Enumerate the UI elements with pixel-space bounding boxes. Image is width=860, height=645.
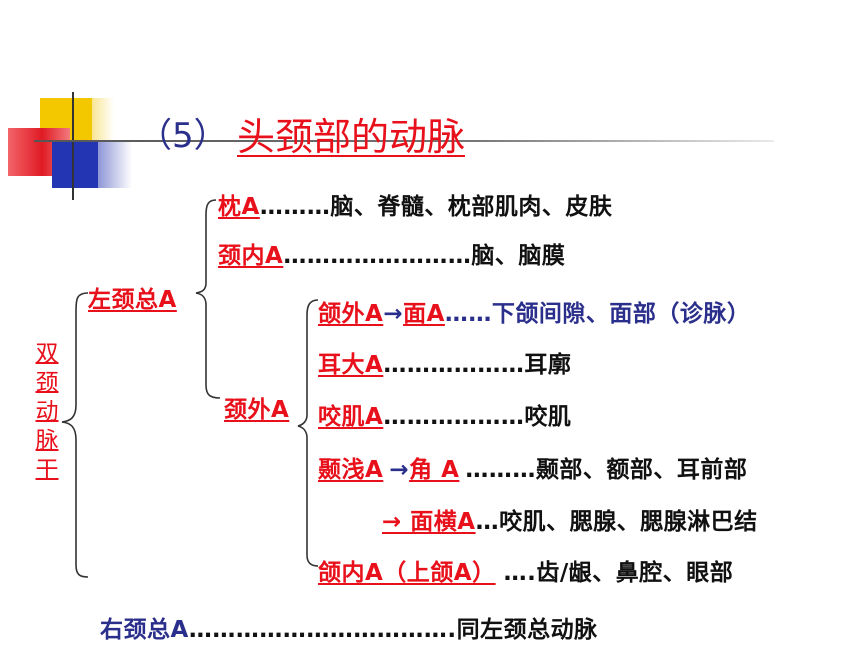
logo-yellow-fade: [92, 98, 114, 140]
arrow: →: [383, 301, 404, 327]
right-common-label: 右颈总A: [100, 617, 189, 643]
left-common-brace: [195, 199, 221, 399]
leader-dots: ………………: [383, 352, 525, 378]
artery-name: → 面横A: [382, 509, 476, 535]
artery-name: 颌外A: [318, 301, 384, 327]
branch-posterior-auricular: 耳大A………………耳廓: [318, 345, 571, 379]
logo-blue-block: [52, 140, 98, 188]
artery-name: 咬肌A: [318, 404, 384, 430]
trunk-label: 双颈动脉干: [35, 341, 59, 483]
artery-name-2: 面A: [403, 301, 445, 327]
leader-dots: …………………………….: [188, 617, 457, 643]
title-number: （5）: [138, 116, 228, 156]
artery-name: 枕A: [218, 194, 260, 220]
artery-name: 颈内A: [218, 243, 284, 269]
branch-facial: 颌外A→面A……下颌间隙、面部（诊脉）: [318, 294, 750, 328]
supply-text: 齿/龈、鼻腔、眼部: [536, 560, 734, 586]
branch-transverse-facial: → 面横A…咬肌、腮腺、腮腺淋巴结: [382, 502, 758, 536]
artery-name-2: 角 A: [409, 457, 460, 483]
branch-internal-carotid: 颈内A……………………脑、脑膜: [218, 236, 565, 270]
supply-text: 脑、脊髓、枕部肌肉、皮肤: [330, 194, 613, 220]
external-brace: [297, 299, 319, 567]
page-title: 头颈部的动脉: [237, 115, 466, 159]
artery-name: 耳大A: [318, 352, 384, 378]
branch-occipital: 枕A………脑、脊髓、枕部肌肉、皮肤: [218, 187, 612, 221]
trunk-brace: [61, 292, 89, 578]
artery-name: 颞浅A: [318, 457, 384, 483]
supply-text: 脑、脑膜: [471, 243, 566, 269]
title-divider: [34, 140, 774, 142]
supply-text: 耳廓: [524, 352, 572, 378]
leader-dots: ……………………: [283, 243, 472, 269]
logo-vertical-line: [72, 92, 74, 200]
logo-blue-fade: [98, 140, 132, 188]
artery-name: 颌内A（上颌A）: [318, 560, 496, 586]
external-carotid-label: 颈外A: [224, 397, 290, 423]
leader-dots: ….: [503, 560, 537, 586]
branch-maxillary: 颌内A（上颌A） ….齿/龈、鼻腔、眼部: [318, 553, 733, 587]
supply-text: 咬肌、腮腺、腮腺淋巴结: [499, 509, 758, 535]
right-common-line: 右颈总A…………………………….同左颈总动脉: [100, 610, 598, 644]
leader-dots: ……: [444, 301, 492, 327]
leader-dots: …: [475, 509, 500, 535]
arrow: →: [389, 457, 410, 483]
branch-masseteric: 咬肌A………………咬肌: [318, 397, 571, 431]
branch-superficial-temporal: 颞浅A→角 A………颞部、额部、耳前部: [318, 450, 747, 484]
supply-text: 下颌间隙、面部（诊脉）: [491, 301, 751, 327]
supply-text: 同左颈总动脉: [456, 617, 598, 643]
supply-text: 咬肌: [524, 404, 572, 430]
left-common-label: 左颈总A: [88, 287, 177, 313]
supply-text: 颞部、额部、耳前部: [535, 457, 748, 483]
leader-dots: ………: [259, 194, 331, 220]
leader-dots: ………: [465, 457, 536, 483]
leader-dots: ………………: [383, 404, 525, 430]
